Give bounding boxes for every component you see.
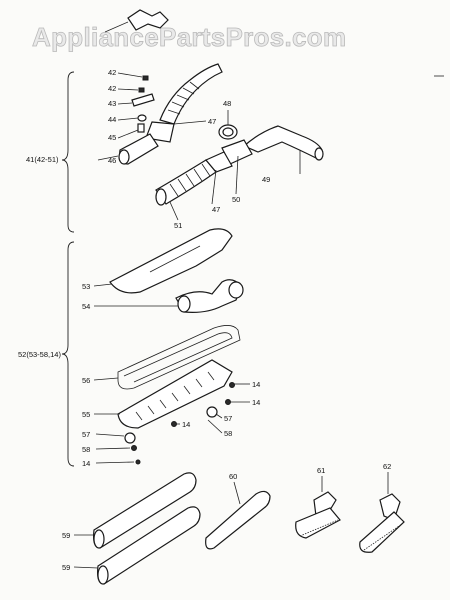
callout-60: 60 (229, 472, 237, 481)
callout-57a: 57 (82, 430, 90, 439)
leader-lines (73, 72, 389, 569)
neck-54-opening (228, 281, 244, 299)
screw-14a (229, 382, 235, 388)
callout-44: 44 (108, 115, 116, 124)
bracket-52 (61, 241, 75, 467)
top-clip-leader (104, 21, 129, 33)
callout-56: 56 (82, 376, 90, 385)
elbow-end (314, 147, 324, 161)
callout-58a: 58 (82, 445, 90, 454)
callout-14a: 14 (252, 380, 260, 389)
hose-cuff-47b (205, 151, 233, 173)
callout-45: 45 (108, 133, 116, 142)
callout-43: 43 (108, 99, 116, 108)
neck-54 (175, 279, 243, 313)
brush-head-62 (359, 511, 405, 553)
callout-14d: 14 (82, 459, 90, 468)
screw-14d (135, 459, 141, 465)
hose-ribs-lower (169, 163, 211, 197)
callout-52: 52(53-58,14) (18, 350, 61, 359)
screw-14b (225, 399, 231, 405)
callout-54: 54 (82, 302, 90, 311)
spring-44 (137, 114, 147, 122)
callout-53: 53 (82, 282, 90, 291)
ring-48-inner (222, 127, 234, 137)
hose-lower-end (155, 188, 167, 206)
cover-line (149, 245, 201, 273)
button-45 (137, 123, 145, 133)
callout-46: 46 (108, 156, 116, 165)
screw-42a (142, 75, 149, 81)
wire-56-inner (123, 332, 233, 383)
callout-47b: 47 (212, 205, 220, 214)
brush-bristles (363, 523, 403, 551)
tube-59b-end (97, 565, 109, 585)
axle-58a (131, 445, 137, 451)
callout-50: 50 (232, 195, 240, 204)
callout-55: 55 (82, 410, 90, 419)
upholstery-head-61 (295, 507, 341, 539)
elbow-49 (242, 125, 323, 159)
callout-59a: 59 (62, 531, 70, 540)
bracket-43 (131, 93, 155, 107)
wire-56 (117, 325, 241, 390)
crevice-tool-60 (205, 490, 271, 550)
callout-61: 61 (317, 466, 325, 475)
callout-48: 48 (223, 99, 231, 108)
callout-59b: 59 (62, 563, 70, 572)
base-55-teeth (135, 371, 215, 421)
callout-41: 41(42-51) (26, 155, 59, 164)
callout-58b: 58 (224, 429, 232, 438)
hose-cuff (145, 121, 175, 143)
flex-hose-upper (159, 63, 223, 125)
screw-14c (171, 421, 177, 427)
base-55 (117, 359, 233, 429)
callout-49: 49 (262, 175, 270, 184)
callout-14c: 14 (182, 420, 190, 429)
neck-54-joint (177, 295, 191, 313)
screw-42b (138, 87, 145, 93)
top-clip (127, 9, 169, 31)
handle-opening (118, 149, 130, 165)
upholstery-bristles (299, 519, 339, 537)
watermark: AppliancePartsPros.com (32, 22, 346, 52)
bracket-41 (61, 71, 75, 233)
callout-57b: 57 (224, 414, 232, 423)
tube-59a-end (93, 529, 105, 549)
wheel-57b (206, 406, 218, 418)
wheel-57a (124, 432, 136, 444)
callout-62: 62 (383, 462, 391, 471)
callout-42a: 42 (108, 68, 116, 77)
callout-14b: 14 (252, 398, 260, 407)
callout-47a: 47 (208, 117, 216, 126)
hose-ribs-upper (167, 81, 200, 115)
callout-51: 51 (174, 221, 182, 230)
callout-42b: 42 (108, 84, 116, 93)
